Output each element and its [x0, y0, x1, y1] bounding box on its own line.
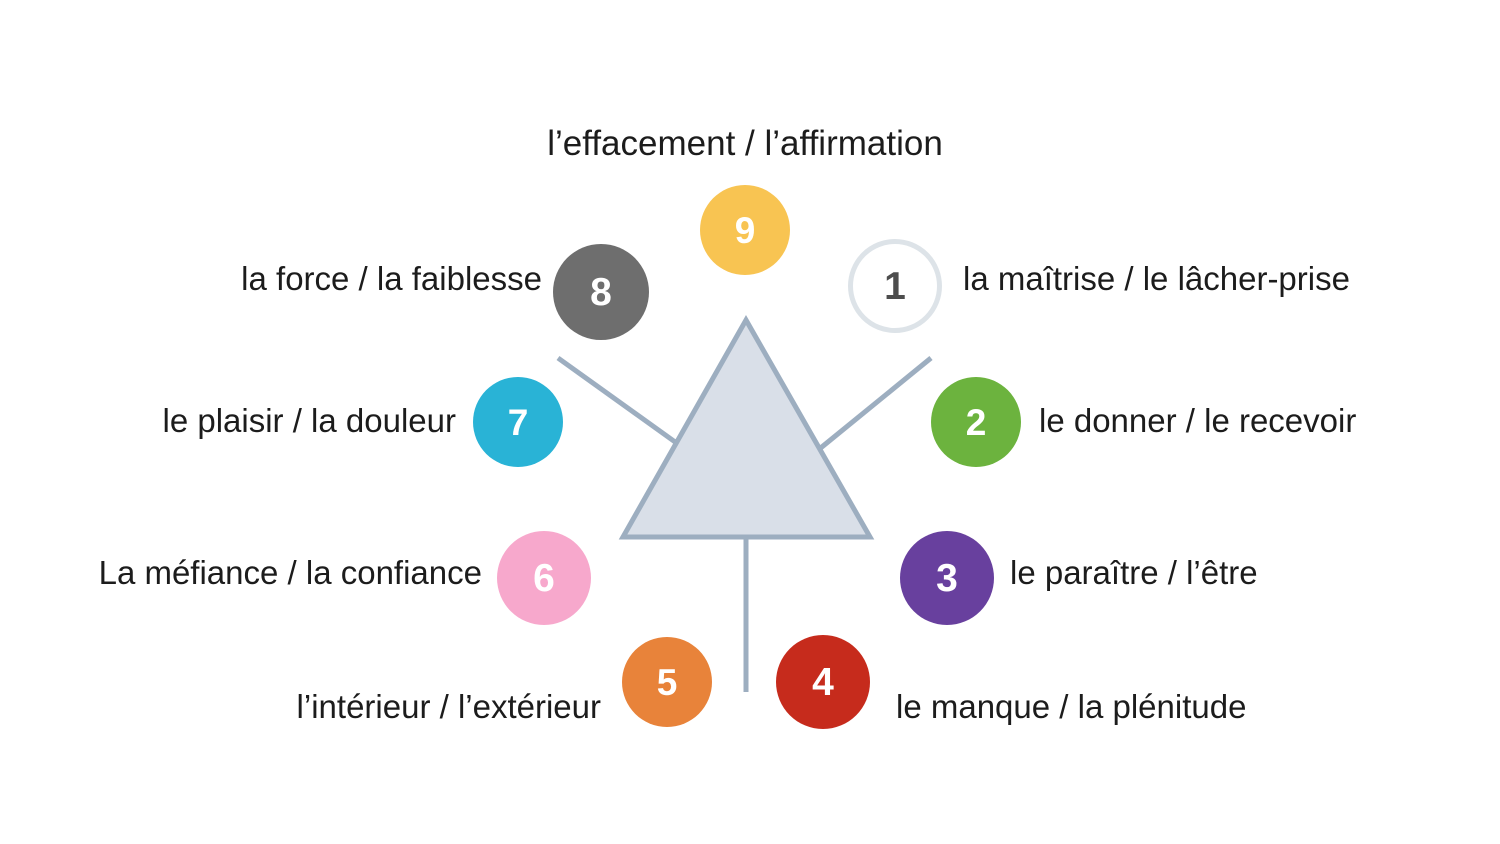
center-triangle-shape	[618, 314, 875, 540]
node-2-number: 2	[965, 401, 987, 443]
node-3-label: le paraître / l’être	[1010, 554, 1258, 591]
node-3-circle[interactable]: 3	[900, 531, 994, 625]
node-4-circle[interactable]: 4	[776, 635, 870, 729]
node-5-label: l’intérieur / l’extérieur	[296, 688, 601, 725]
node-1-label: la maîtrise / le lâcher-prise	[963, 260, 1350, 297]
node-8-label: la force / la faiblesse	[241, 260, 542, 297]
node-6-number: 6	[533, 556, 555, 600]
node-5-number: 5	[656, 661, 678, 703]
connector-right-diagonal	[810, 356, 933, 457]
node-4-number: 4	[812, 660, 834, 704]
node-5-circle[interactable]: 5	[622, 637, 712, 727]
node-6-label: La méfiance / la confiance	[98, 554, 482, 591]
node-7-circle[interactable]: 7	[473, 377, 563, 467]
node-3-number: 3	[936, 556, 958, 600]
node-7-number: 7	[507, 401, 529, 443]
node-9-circle[interactable]: 9	[700, 185, 790, 275]
node-1-circle[interactable]: 1	[848, 239, 942, 333]
node-9-number: 9	[734, 209, 756, 251]
node-8-circle[interactable]: 8	[553, 244, 649, 340]
node-2-label: le donner / le recevoir	[1039, 402, 1357, 439]
diagram-title: l’effacement / l’affirmation	[547, 124, 943, 163]
node-2-circle[interactable]: 2	[931, 377, 1021, 467]
node-4-label: le manque / la plénitude	[896, 688, 1247, 725]
node-6-circle[interactable]: 6	[497, 531, 591, 625]
node-8-number: 8	[590, 270, 612, 314]
node-7-label: le plaisir / la douleur	[162, 402, 457, 439]
node-1-number: 1	[884, 264, 906, 308]
